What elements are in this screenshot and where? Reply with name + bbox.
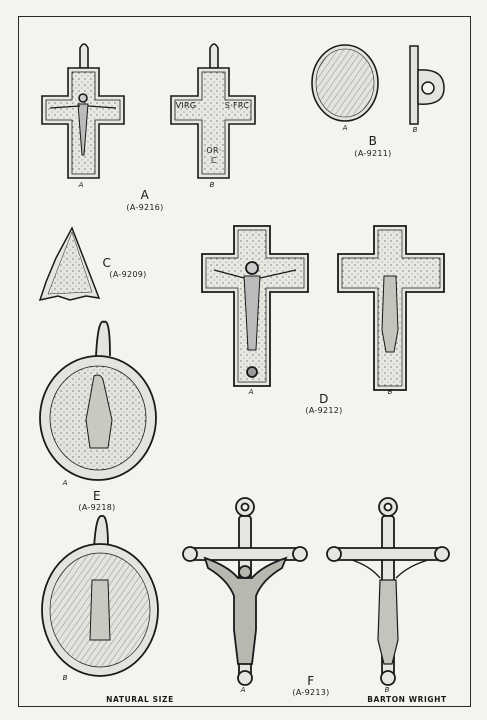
item-b-view-a-label: A — [342, 124, 348, 132]
item-a-letter: A — [140, 188, 150, 202]
item-a-view-b-label: B — [209, 181, 215, 189]
item-b-medal-side — [409, 45, 445, 125]
item-d-letter: D — [319, 392, 329, 406]
item-d-view-b-label: B — [387, 388, 393, 396]
item-f-catalog: (A-9213) — [292, 688, 330, 697]
footer-scale-note: NATURAL SIZE — [106, 695, 174, 704]
item-e-medal-front — [39, 320, 157, 481]
item-e-catalog: (A-9218) — [78, 503, 116, 512]
item-a-catalog: (A-9216) — [126, 203, 164, 212]
item-e-medal-back — [41, 515, 159, 677]
item-e-view-a-label: A — [62, 479, 68, 487]
item-b-catalog: (A-9211) — [354, 149, 392, 158]
item-c-letter: C — [102, 256, 112, 270]
item-a-inscription-3: OR· — [206, 146, 222, 155]
item-d-back-cross — [337, 225, 445, 391]
item-a-inscription-4: C — [211, 156, 217, 165]
item-c-catalog: (A-9209) — [109, 270, 147, 279]
item-a-back-cross — [170, 43, 256, 179]
item-c-arrowhead — [38, 226, 101, 302]
item-d-catalog: (A-9212) — [305, 406, 343, 415]
item-e-view-b-label: B — [62, 674, 68, 682]
item-a-view-a-label: A — [78, 181, 84, 189]
item-b-letter: B — [368, 134, 378, 148]
item-e-letter: E — [92, 489, 102, 503]
item-f-view-b-label: B — [384, 686, 390, 694]
item-f-back-crucifix — [326, 497, 450, 686]
item-f-view-a-label: A — [240, 686, 246, 694]
item-d-front-cross — [201, 225, 309, 387]
item-a-inscription-1: VIRG — [175, 101, 197, 110]
footer-artist-credit: BARTON WRIGHT — [367, 695, 447, 704]
item-f-letter: F — [307, 674, 315, 688]
item-b-view-b-label: B — [412, 126, 418, 134]
item-b-medal-front — [311, 44, 379, 122]
item-a-front-cross — [41, 43, 125, 179]
item-d-view-a-label: A — [248, 388, 254, 396]
plate-border — [18, 16, 471, 707]
item-a-inscription-2: S·FRC — [224, 101, 250, 110]
item-f-front-crucifix — [182, 497, 308, 686]
